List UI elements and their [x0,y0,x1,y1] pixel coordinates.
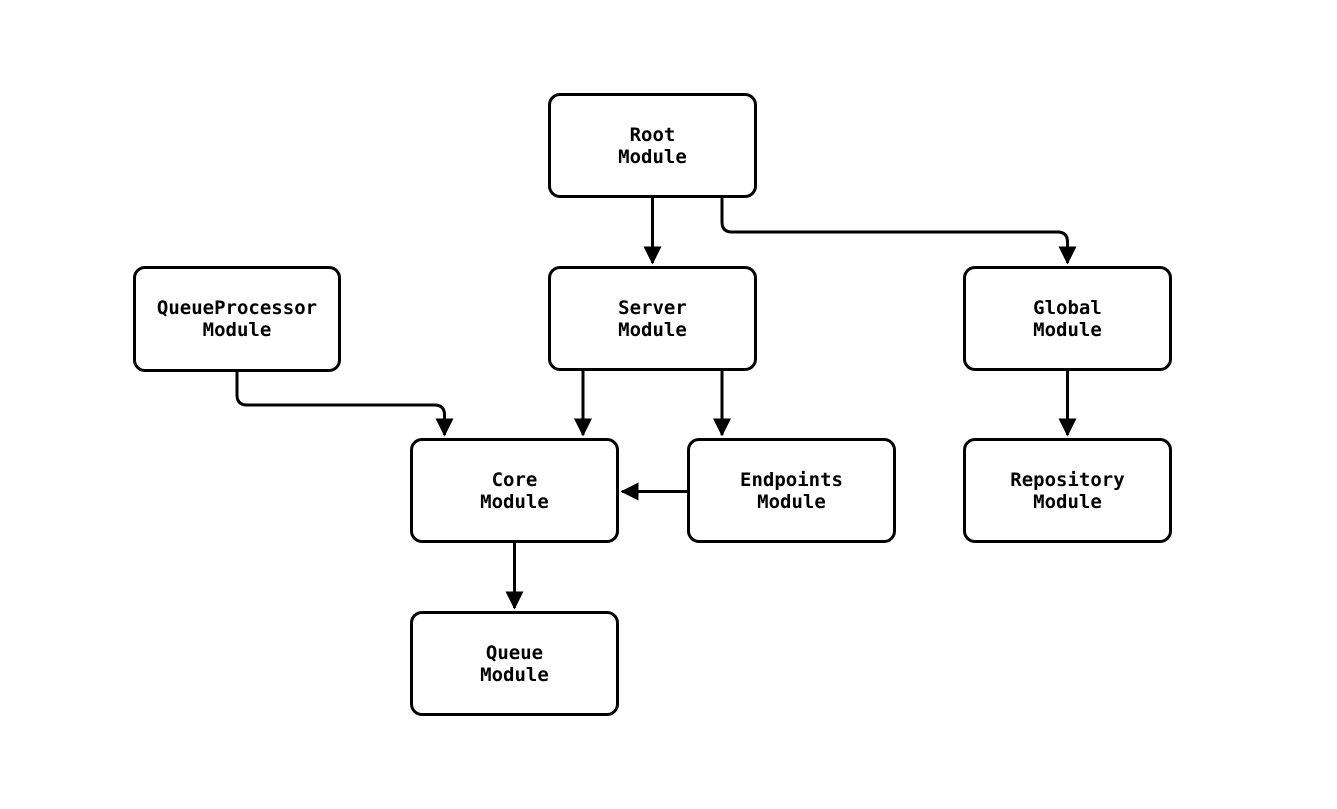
node-core-module-label: Core Module [480,468,549,513]
node-queue-module-label: Queue Module [480,641,549,686]
node-root-module: Root Module [548,93,757,198]
node-global-module: Global Module [963,266,1172,371]
node-repository-module: Repository Module [963,438,1172,543]
node-queue-module: Queue Module [410,611,619,716]
edge-root-to-global [720,198,1077,265]
node-repository-module-label: Repository Module [1010,468,1125,513]
node-global-module-label: Global Module [1033,296,1102,341]
node-server-module-label: Server Module [618,296,687,341]
node-endpoints-module-label: Endpoints Module [740,468,843,513]
node-core-module: Core Module [410,438,619,543]
node-endpoints-module: Endpoints Module [687,438,896,543]
node-server-module: Server Module [548,266,757,371]
node-queueprocessor-module-label: QueueProcessor Module [156,297,318,341]
edge-queueprocessor-to-core [235,371,454,437]
node-root-module-label: Root Module [618,123,687,168]
node-queueprocessor-module: QueueProcessor Module [133,266,341,372]
